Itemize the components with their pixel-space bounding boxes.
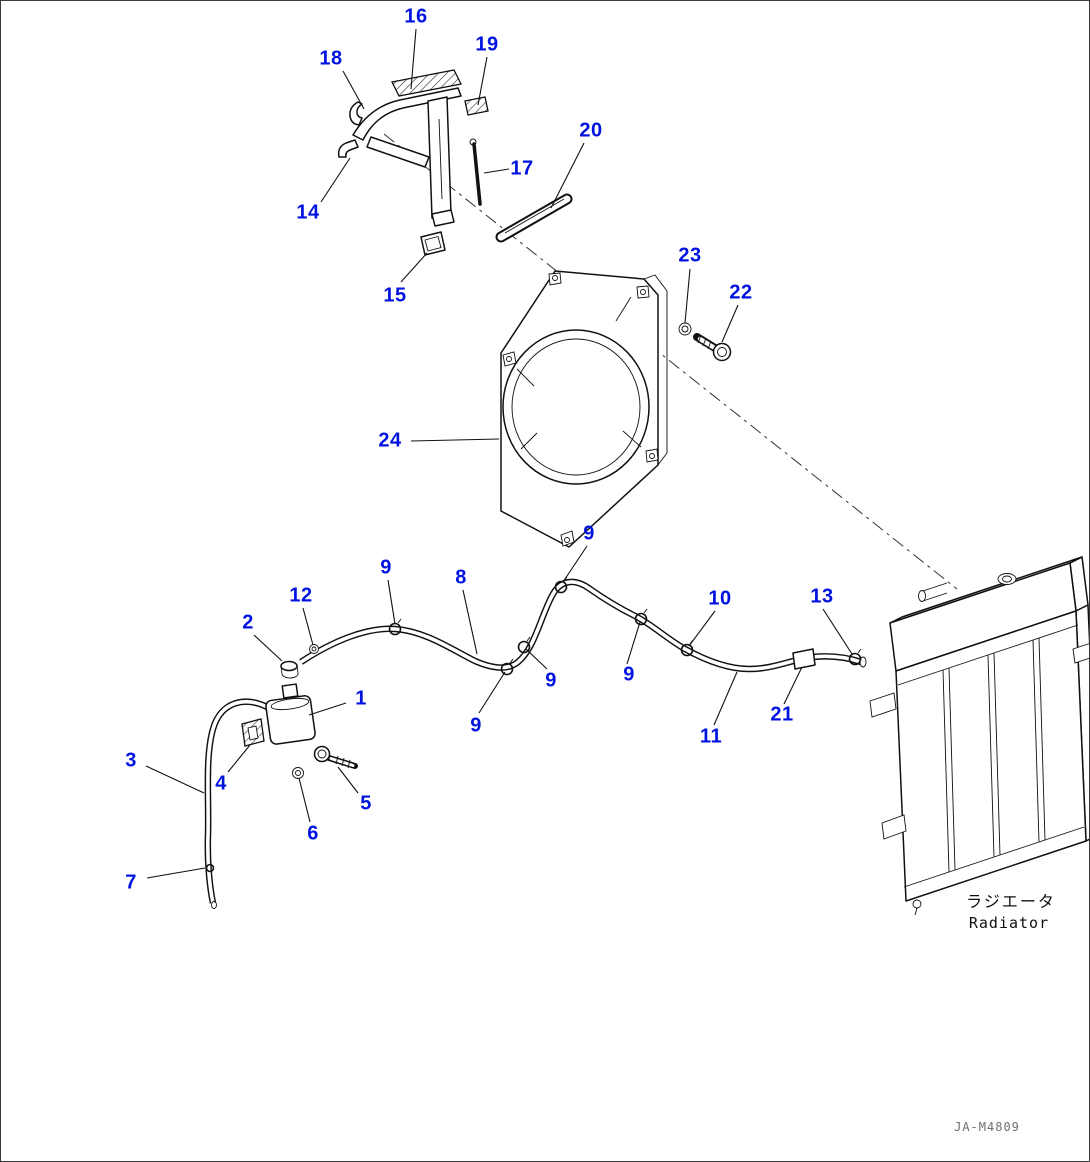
callout-6: 6 — [307, 822, 319, 845]
tube-20 — [495, 193, 573, 243]
callout-3: 3 — [125, 749, 137, 772]
callout-9-3: 9 — [545, 669, 557, 692]
upper-bracket-assembly — [337, 69, 462, 227]
callout-7: 7 — [125, 871, 137, 894]
callout-20: 20 — [579, 119, 603, 142]
callout-4: 4 — [215, 772, 227, 795]
hose-clamp — [634, 608, 648, 626]
bolt-22 — [693, 333, 732, 362]
clip-19 — [464, 96, 489, 116]
washer-6 — [292, 767, 304, 779]
callout-24: 24 — [378, 429, 402, 452]
vertical-plate — [427, 96, 452, 219]
clip-4 — [241, 718, 265, 747]
callout-18: 18 — [319, 47, 343, 70]
radiator-label-jp: ラジエータ — [966, 892, 1056, 911]
main-hose — [299, 578, 867, 673]
hook-18 — [349, 101, 363, 126]
fan-shroud — [500, 270, 668, 548]
callout-2: 2 — [242, 611, 254, 634]
washer-23 — [678, 322, 692, 336]
callout-9-2: 9 — [583, 522, 595, 545]
hose-clip-7 — [205, 863, 215, 873]
leader-lines — [145, 28, 853, 879]
callout-23: 23 — [678, 244, 702, 267]
callout-13: 13 — [810, 585, 834, 608]
assembly-center-line — [383, 133, 958, 590]
hose-clamp — [517, 636, 531, 654]
callout-12: 12 — [289, 584, 313, 607]
callout-5: 5 — [360, 792, 372, 815]
callout-16: 16 — [404, 5, 428, 28]
callout-15: 15 — [383, 284, 407, 307]
callout-11: 11 — [699, 725, 723, 748]
callout-9-5: 9 — [470, 714, 482, 737]
hose-fitting-21 — [792, 648, 816, 670]
callout-9-4: 9 — [623, 663, 635, 686]
radiator — [869, 556, 1089, 916]
reserve-hose — [204, 698, 273, 909]
hose-clamp-13 — [848, 648, 862, 666]
hatched-bar-16 — [391, 69, 462, 97]
drawing-code: JA-M4809 — [954, 1120, 1020, 1134]
callout-9-1: 9 — [380, 556, 392, 579]
tank-cap-2 — [280, 660, 299, 679]
callout-22: 22 — [729, 281, 753, 304]
callout-1: 1 — [355, 687, 367, 710]
callout-10: 10 — [708, 587, 732, 610]
hose-clamp — [500, 658, 514, 676]
reservoir-tank — [265, 683, 316, 745]
callout-21: 21 — [770, 703, 794, 726]
pin-17 — [469, 138, 482, 206]
callout-8: 8 — [455, 566, 467, 589]
callout-17: 17 — [510, 157, 534, 180]
hook-14 — [337, 139, 359, 158]
radiator-label-en: Radiator — [968, 914, 1050, 932]
ring-12 — [309, 644, 319, 654]
bolt-5 — [313, 745, 358, 769]
callout-14: 14 — [296, 201, 320, 224]
callout-19: 19 — [475, 33, 499, 56]
plate-15 — [420, 231, 446, 256]
